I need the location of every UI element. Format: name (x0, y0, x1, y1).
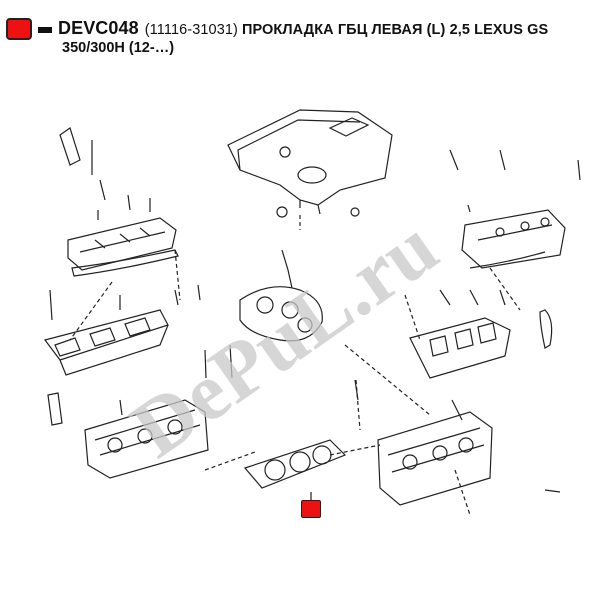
red-square-icon (6, 18, 32, 40)
left-valve-cover (59, 127, 179, 277)
exploded-parts-diagram (43, 109, 581, 516)
right-valve-cover (449, 149, 581, 269)
right-cam-housing (409, 289, 553, 379)
part-number: (11116-31031) (144, 22, 238, 38)
title-line-1: DEVC048 (11116-31031)ПРОКЛАДКА ГБЦ ЛЕВАЯ … (58, 18, 598, 39)
right-cylinder-head (354, 379, 561, 506)
title-line-2: 350/300H (12-…) (62, 40, 175, 56)
header: DEVC048 (11116-31031)ПРОКЛАДКА ГБЦ ЛЕВАЯ … (0, 0, 600, 60)
part-code: DEVC048 (58, 18, 139, 38)
intake-manifold (239, 249, 323, 342)
leader-lines (69, 215, 521, 516)
part-description: ПРОКЛАДКА ГБЦ ЛЕВАЯ (L) 2,5 LEXUS GS (241, 22, 549, 38)
part-marker (301, 500, 321, 518)
head-gasket (204, 439, 347, 489)
left-cam-housing (43, 284, 201, 376)
engine-cover (227, 109, 393, 218)
dash-icon (38, 27, 52, 33)
left-cylinder-head (47, 344, 233, 479)
